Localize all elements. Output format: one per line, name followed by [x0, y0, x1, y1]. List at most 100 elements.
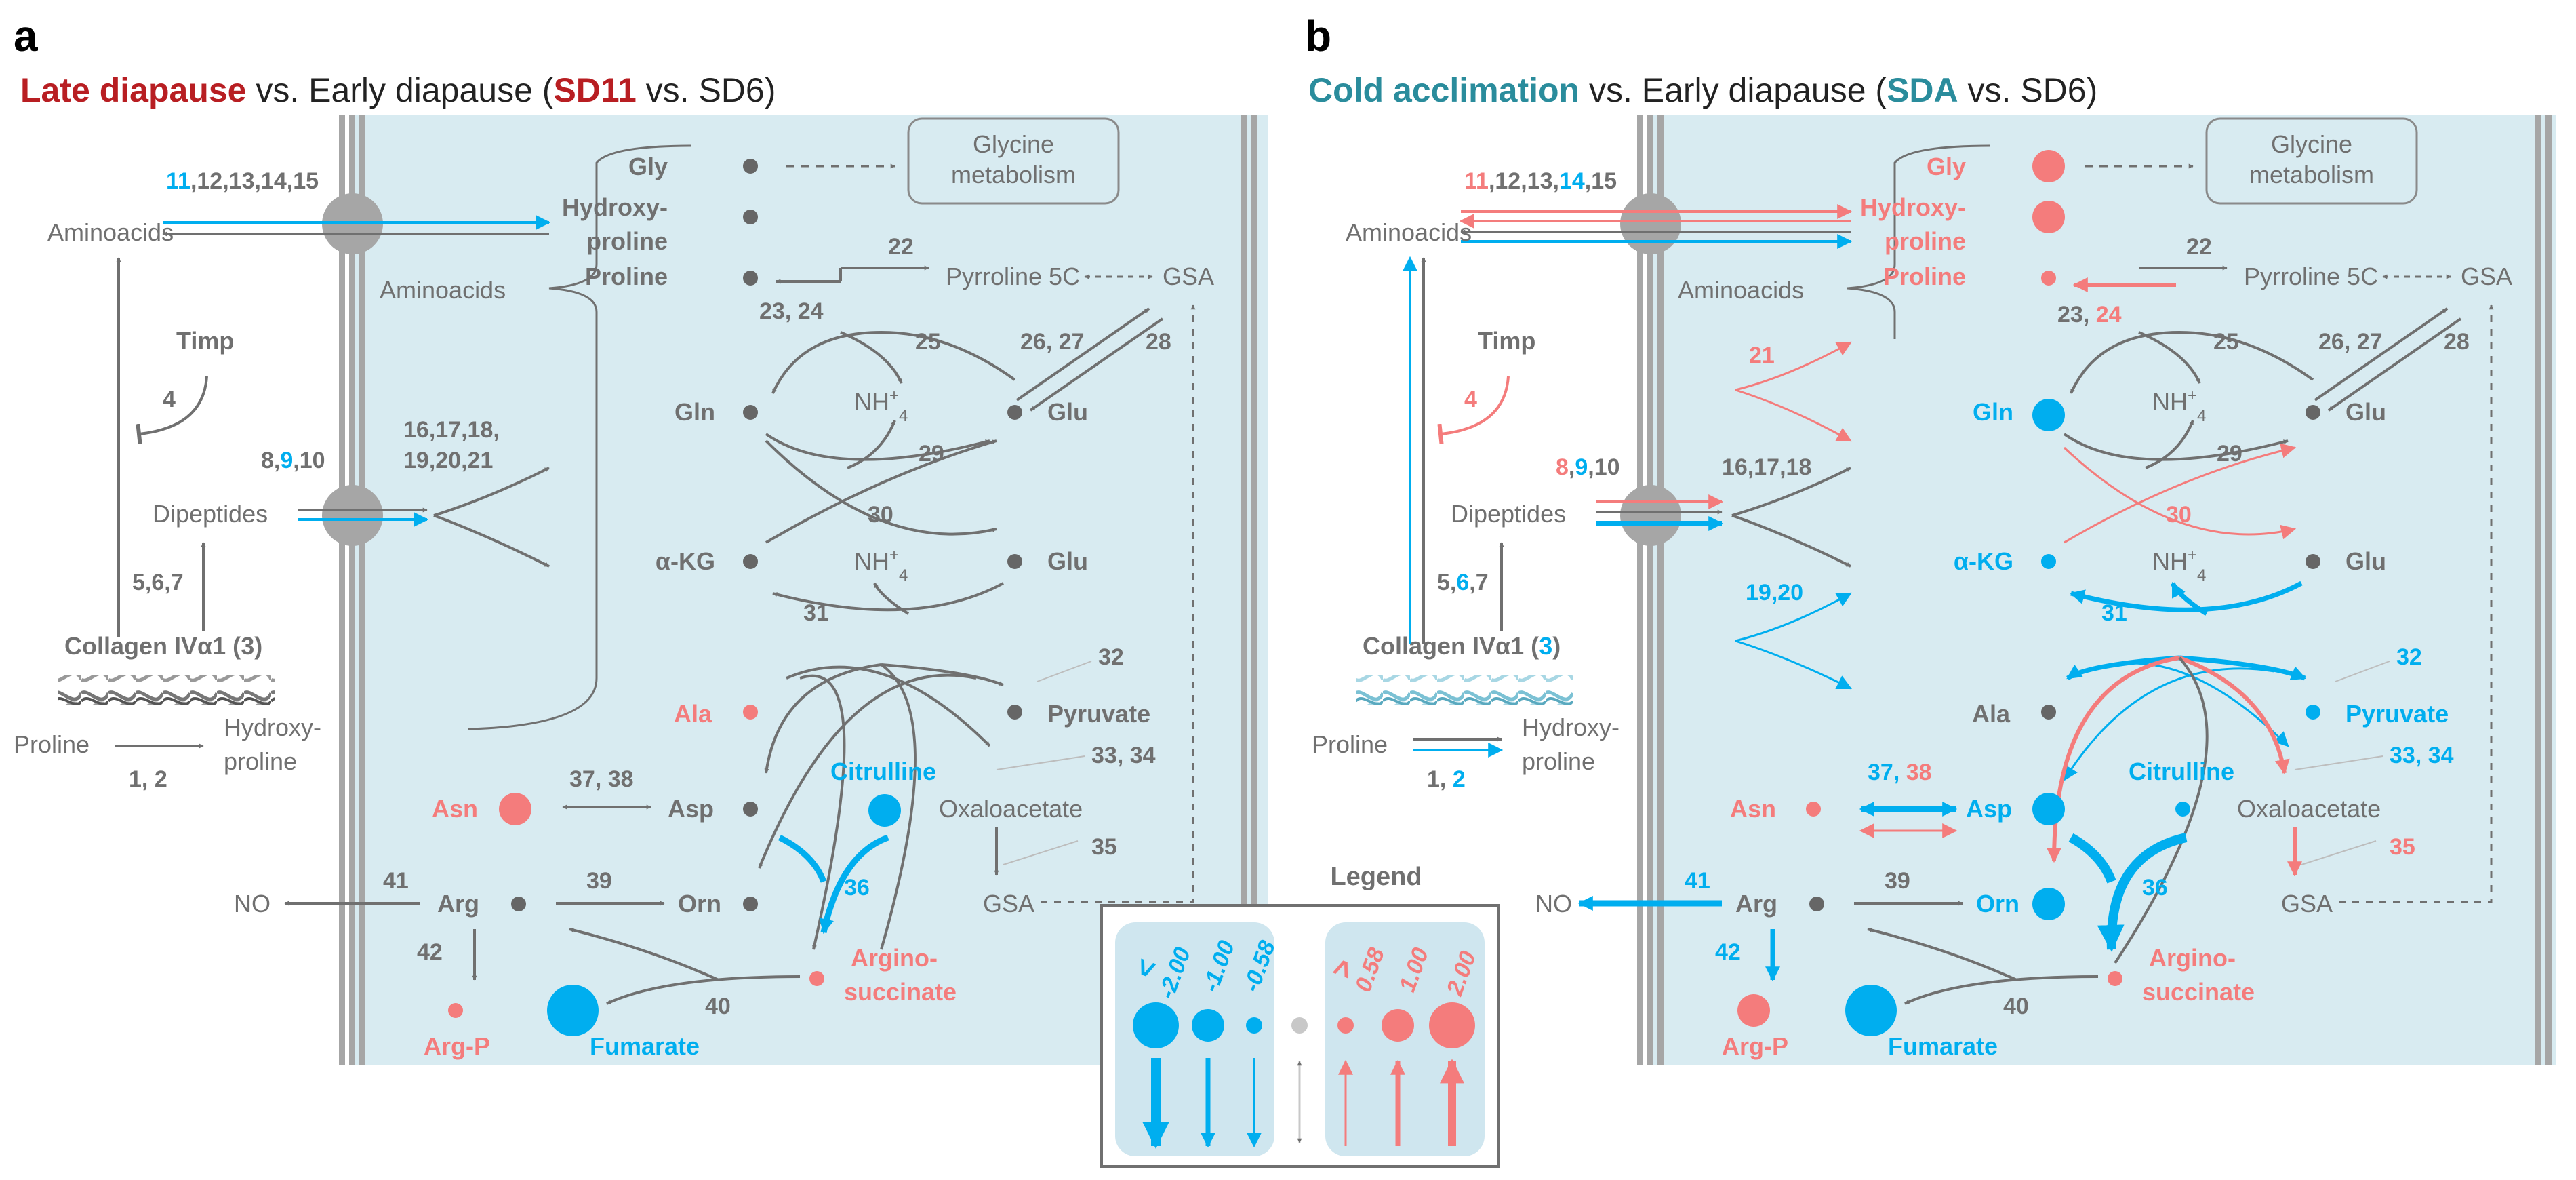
panel-a-proline-out: Proline [14, 730, 89, 758]
panel-b-arg: Arg [1735, 890, 1777, 918]
panel-a-arc-3 [786, 665, 991, 747]
panel-b-arrow-36 [2097, 833, 2188, 952]
panel-b-gly: Gly [1927, 153, 1966, 180]
panel-b-channel-top [1620, 193, 1681, 254]
panel-b-gln: Gln [1973, 398, 2013, 426]
panel-a-gsa-bot: GSA [983, 890, 1034, 918]
panel-a-arrow-29b [847, 420, 896, 469]
panel-b-25: 25 [2213, 329, 2239, 355]
panel-a-argino-node [809, 971, 824, 986]
panel-b-arrow-25b [2138, 331, 2201, 384]
panel-b-ala: Ala [1972, 700, 2011, 728]
panel-b-citrulline: Citrulline [2129, 758, 2234, 785]
panel-b-gsa-bot-to-top [2339, 304, 2494, 903]
panel-b-41: 41 [1685, 868, 1710, 894]
panel-b-arrow-40b [1867, 928, 2017, 981]
panel-a-39: 39 [586, 868, 612, 894]
panel-b-arc-3 [2087, 662, 2289, 747]
panel-b-asn: Asn [1730, 795, 1776, 823]
panel-a-nh4-b: NH+4 [854, 546, 908, 585]
panel-b-asn-node [1806, 802, 1821, 817]
panel-b-arrow-31b [2170, 582, 2208, 616]
panel-b-arrow-40 [1904, 975, 2099, 1005]
panel-a-35-leader [1003, 840, 1079, 865]
panel-b-arc-6 [2178, 656, 2290, 775]
panel-b-fork21-down [1735, 389, 1852, 442]
panel-a-aminoacids-in: Aminoacids [380, 276, 506, 304]
panel-a-35: 35 [1091, 834, 1117, 860]
panel-b-arc-7 [2114, 656, 2209, 964]
panel-a-3334-leader [996, 755, 1085, 770]
panel-a-ala-node [743, 705, 758, 720]
panel-a-arc-4 [758, 673, 977, 869]
panel-b-aminoacids-out: Aminoacids [1346, 218, 1472, 246]
panel-a-collagen-helix [58, 675, 275, 705]
panel-a-fork-down [433, 514, 550, 568]
panel-a-glymet-1: Glycine [973, 130, 1054, 158]
panel-a-gln-node [743, 405, 758, 420]
panel-a-timp-inhibit [136, 376, 208, 445]
panel-b-label-aa-transport: 11,12,13,14,15 [1464, 168, 1617, 194]
panel-b-glymet-2: metabolism [2249, 161, 2374, 189]
panel-a-22: 22 [888, 234, 914, 260]
panel-a-citrulline-node [868, 794, 901, 827]
panel-a-fumarate-node [547, 985, 599, 1036]
panel-b-akg: α-KG [1954, 547, 2013, 575]
panel-b-arrow-29b [2145, 420, 2194, 469]
panel-b-2324: 23, 24 [2057, 302, 2122, 328]
panel-b-39: 39 [1885, 868, 1910, 894]
panel-a-membrane-left [339, 115, 365, 1065]
panel-b-label-dip-transport: 8,9,10 [1556, 454, 1620, 480]
panel-b-31: 31 [2101, 600, 2127, 626]
panel-b-22: 22 [2186, 234, 2212, 260]
panel-b-arrow-30a [2063, 446, 2297, 540]
panel-a-3334: 33, 34 [1091, 743, 1156, 768]
panel-a-36: 36 [844, 875, 870, 901]
panel-b-arrow-30b [2064, 443, 2297, 544]
panel-a-hydroxyproline-node [743, 210, 758, 224]
panel-b-glu1: Glu [2346, 398, 2386, 426]
panel-a-gly: Gly [628, 153, 668, 180]
panel-b-29: 29 [2217, 441, 2242, 467]
legend-circle-pos-large [1429, 1002, 1475, 1048]
panel-a-arrow-30b [765, 439, 997, 544]
panel-b-oxaloacetate: Oxaloacetate [2237, 795, 2381, 823]
panel-b-aminoacids-in: Aminoacids [1678, 276, 1804, 304]
panel-a-dipeptides: Dipeptides [153, 500, 268, 528]
panel-a-ala: Ala [674, 700, 712, 728]
panel-a-brace [467, 144, 692, 730]
panel-b-forkmid-down [1731, 514, 1851, 568]
panel-b-arrow-28b [2327, 317, 2462, 412]
panel-b-citrulline-node [2175, 802, 2190, 817]
panel-a-glu1-node [1007, 405, 1022, 420]
panel-b-567: 5,6,7 [1437, 570, 1489, 595]
panel-b-timp: Timp [1478, 327, 1535, 355]
panel-a-arrow-36b [778, 834, 827, 883]
panel-a-membrane-right [1241, 115, 1257, 1065]
panel-b-gln-node [2032, 399, 2065, 431]
panel-b-dipeptides: Dipeptides [1451, 500, 1566, 528]
panel-a-31: 31 [803, 600, 829, 626]
panel-b-gsa-top: GSA [2461, 262, 2512, 290]
panel-a-gly-node [743, 159, 758, 174]
panel-a-32: 32 [1098, 644, 1124, 670]
panel-b-36: 36 [2142, 875, 2168, 901]
panel-b-forkmid-up [1731, 467, 1851, 517]
panel-a-orn-node [743, 897, 758, 911]
panel-a-asn: Asn [432, 795, 478, 823]
panel-a-arrow-31b [873, 583, 910, 615]
panel-b-glymet-box [2205, 117, 2418, 205]
panel-a-hydroxyproline-out-1: Hydroxy- [224, 713, 321, 741]
panel-b-arrow-29 [2063, 433, 2289, 461]
panel-a-28: 28 [1146, 329, 1171, 355]
panel-a-12: 1, 2 [129, 766, 167, 792]
panel-a-gln: Gln [675, 398, 715, 426]
panel-b-glymet-1: Glycine [2271, 130, 2352, 158]
panel-b-arg-node [1809, 897, 1824, 911]
panel-a-argino-2: succinate [844, 978, 957, 1006]
panel-a-p5c: Pyrroline 5C [946, 262, 1080, 290]
panel-a-42: 42 [417, 939, 443, 965]
legend-title: Legend [1330, 863, 1422, 891]
panel-b-3738: 37, 38 [1868, 760, 1932, 785]
